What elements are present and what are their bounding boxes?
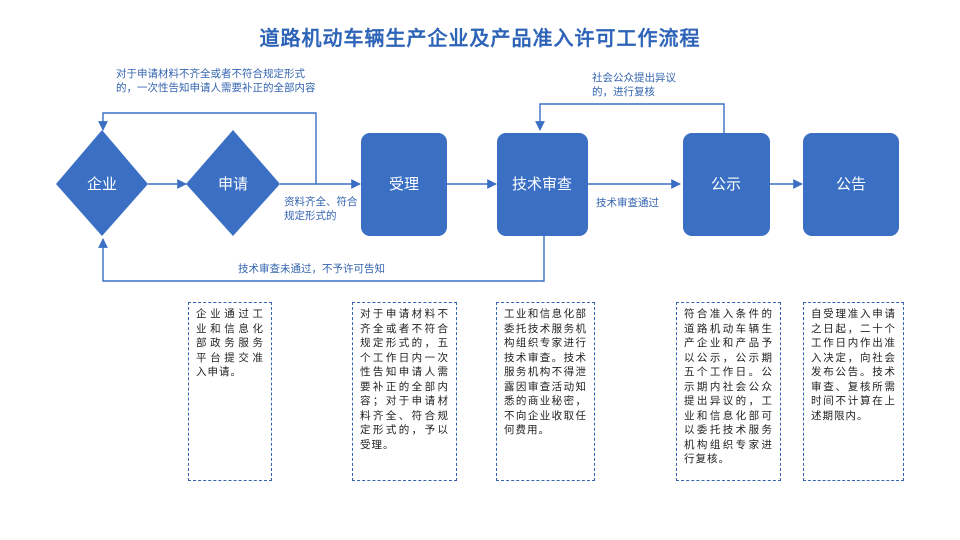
node-publicize: 公示 bbox=[683, 133, 770, 236]
note-announce: 自受理准入申请之日起，二十个工作日内作出准入决定，向社会发布公告。技术审查、复核… bbox=[803, 302, 904, 481]
node-review-label: 技术审查 bbox=[512, 175, 572, 193]
page-title: 道路机动车辆生产企业及产品准入许可工作流程 bbox=[259, 26, 701, 50]
node-accept-label: 受理 bbox=[389, 175, 419, 193]
review-passed-label: 技术审查通过 bbox=[596, 197, 659, 209]
arrow-objection-loop bbox=[535, 103, 725, 133]
note-review: 工业和信息化部委托技术服务机构组织专家进行技术审查。技术服务机构不得泄露因审查活… bbox=[496, 302, 595, 481]
node-publicize-label: 公示 bbox=[711, 175, 741, 193]
note-accept: 对于申请材料不齐全或者不符合规定形式的，五个工作日内一次性告知申请人需要补正的全… bbox=[352, 302, 457, 481]
arrow-supplement-loop bbox=[98, 112, 317, 184]
node-enterprise-label: 企业 bbox=[87, 175, 117, 193]
node-review: 技术审查 bbox=[497, 133, 588, 236]
objection-label: 社会公众提出异议的，进行复核 bbox=[592, 72, 676, 98]
node-accept: 受理 bbox=[361, 133, 447, 236]
note-publicize: 符合准入条件的道路机动车辆生产企业和产品予以公示，公示期五个工作日。公示期内社会… bbox=[676, 302, 781, 481]
complete-label: 资料齐全、符合规定形式的 bbox=[284, 196, 358, 222]
supplement-label: 对于申请材料不齐全或者不符合规定形式的，一次性告知申请人需要补正的全部内容 bbox=[116, 68, 316, 94]
arrow-review-failed-loop bbox=[98, 236, 545, 282]
node-announce-label: 公告 bbox=[836, 175, 866, 193]
node-apply: 申请 bbox=[186, 130, 280, 236]
node-announce: 公告 bbox=[803, 133, 899, 236]
node-enterprise: 企业 bbox=[56, 130, 148, 236]
note-enterprise: 企业通过工业和信息化部政务服务平台提交准入申请。 bbox=[188, 302, 272, 481]
node-apply-label: 申请 bbox=[218, 175, 248, 193]
review-failed-label: 技术审查未通过，不予许可告知 bbox=[238, 263, 385, 275]
